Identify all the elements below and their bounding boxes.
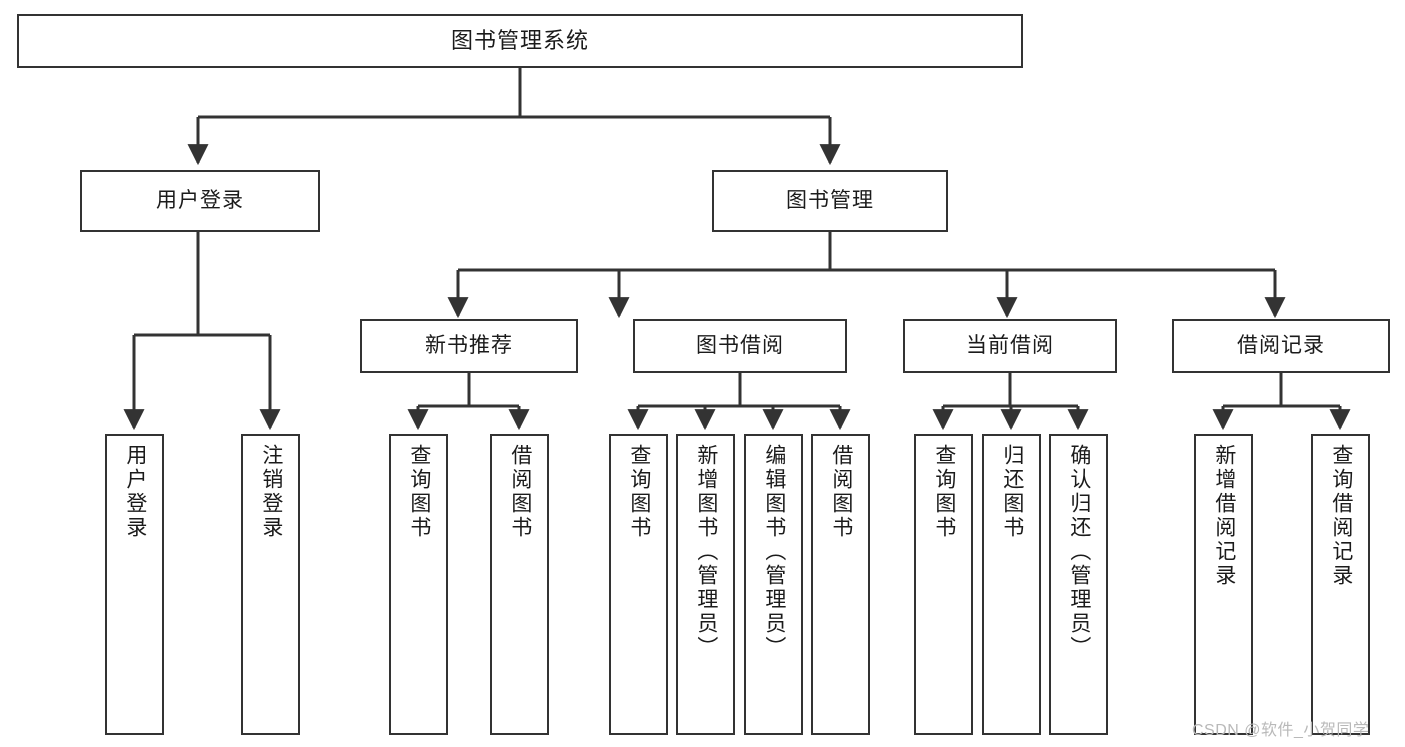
node-current-borrow[interactable]: 当前借阅: [903, 319, 1117, 373]
node-new-book-recommend-label: 新书推荐: [425, 334, 513, 358]
node-user-login-label: 用户登录: [156, 189, 244, 213]
node-leaf-query-book-1-label: 查询图书: [407, 444, 431, 540]
node-leaf-query-book-1[interactable]: 查询图书: [389, 434, 448, 735]
node-leaf-add-book-label: 新增图书（管理员）: [694, 444, 718, 660]
node-borrow-record[interactable]: 借阅记录: [1172, 319, 1390, 373]
node-current-borrow-label: 当前借阅: [966, 334, 1054, 358]
node-leaf-borrow-book-2[interactable]: 借阅图书: [811, 434, 870, 735]
node-leaf-add-record-label: 新增借阅记录: [1212, 444, 1236, 588]
node-leaf-add-record[interactable]: 新增借阅记录: [1194, 434, 1253, 735]
node-borrow-record-label: 借阅记录: [1237, 334, 1325, 358]
node-leaf-edit-book[interactable]: 编辑图书（管理员）: [744, 434, 803, 735]
node-leaf-query-book-3-label: 查询图书: [932, 444, 956, 540]
node-new-book-recommend[interactable]: 新书推荐: [360, 319, 578, 373]
node-root-label: 图书管理系统: [450, 27, 589, 53]
node-leaf-return-book-label: 归还图书: [1000, 444, 1024, 540]
node-root[interactable]: 图书管理系统: [17, 14, 1023, 68]
node-leaf-query-record-label: 查询借阅记录: [1329, 444, 1353, 588]
node-leaf-user-login-label: 用户登录: [123, 444, 147, 540]
node-book-management-label: 图书管理: [786, 189, 874, 213]
node-user-login[interactable]: 用户登录: [80, 170, 320, 232]
node-leaf-user-login[interactable]: 用户登录: [105, 434, 164, 735]
node-leaf-return-book[interactable]: 归还图书: [982, 434, 1041, 735]
node-leaf-edit-book-label: 编辑图书（管理员）: [762, 444, 786, 660]
node-leaf-borrow-book-2-label: 借阅图书: [829, 444, 853, 540]
node-book-borrow[interactable]: 图书借阅: [633, 319, 847, 373]
watermark: CSDN @软件_小贺同学: [1192, 722, 1370, 739]
node-leaf-query-book-3[interactable]: 查询图书: [914, 434, 973, 735]
node-leaf-query-book-2-label: 查询图书: [627, 444, 651, 540]
node-leaf-logout-login[interactable]: 注销登录: [241, 434, 300, 735]
node-leaf-borrow-book-1-label: 借阅图书: [508, 444, 532, 540]
node-leaf-confirm-return[interactable]: 确认归还（管理员）: [1049, 434, 1108, 735]
node-leaf-borrow-book-1[interactable]: 借阅图书: [490, 434, 549, 735]
node-leaf-add-book[interactable]: 新增图书（管理员）: [676, 434, 735, 735]
node-book-management[interactable]: 图书管理: [712, 170, 948, 232]
node-leaf-confirm-return-label: 确认归还（管理员）: [1067, 444, 1091, 660]
node-leaf-query-book-2[interactable]: 查询图书: [609, 434, 668, 735]
node-book-borrow-label: 图书借阅: [696, 334, 784, 358]
node-leaf-query-record[interactable]: 查询借阅记录: [1311, 434, 1370, 735]
node-leaf-logout-login-label: 注销登录: [259, 444, 283, 540]
